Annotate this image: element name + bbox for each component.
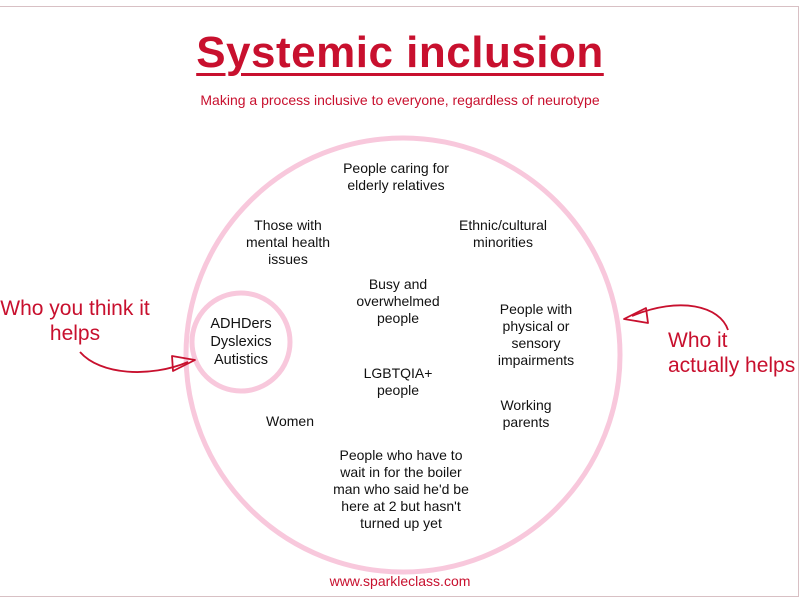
group-mental-health: Those with mental health issues: [245, 217, 331, 267]
group-caring: People caring for elderly relatives: [343, 160, 449, 193]
inner-item-adhders: ADHDers: [210, 316, 272, 332]
left-arrow-line: [79, 351, 189, 373]
group-physical: People with physical or sensory impairme…: [497, 301, 575, 368]
page-frame: [0, 6, 799, 597]
left-annotation: Who you think it helps: [0, 297, 150, 345]
right-arrow-head: [623, 307, 649, 324]
inner-item-autistics: Autistics: [214, 352, 268, 368]
group-lgbtqia: LGBTQIA+ people: [363, 365, 433, 398]
page-subtitle: Making a process inclusive to everyone, …: [200, 92, 600, 108]
inner-circle: [189, 290, 293, 394]
inner-group-list: ADHDers Dyslexics Autistics: [196, 315, 286, 369]
group-ethnic: Ethnic/cultural minorities: [459, 217, 547, 250]
group-women: Women: [266, 413, 314, 429]
inner-item-dyslexics: Dyslexics: [210, 334, 272, 350]
group-boiler: People who have to wait in for the boile…: [333, 447, 469, 531]
group-working-parents: Working parents: [500, 397, 552, 430]
page-title: Systemic inclusion: [196, 28, 604, 77]
right-annotation: Who it actually helps: [668, 329, 796, 377]
outer-circle: [183, 135, 623, 575]
footer-url[interactable]: www.sparkleclass.com: [329, 573, 471, 589]
left-arrow-head: [171, 355, 196, 372]
group-busy: Busy and overwhelmed people: [356, 276, 440, 326]
